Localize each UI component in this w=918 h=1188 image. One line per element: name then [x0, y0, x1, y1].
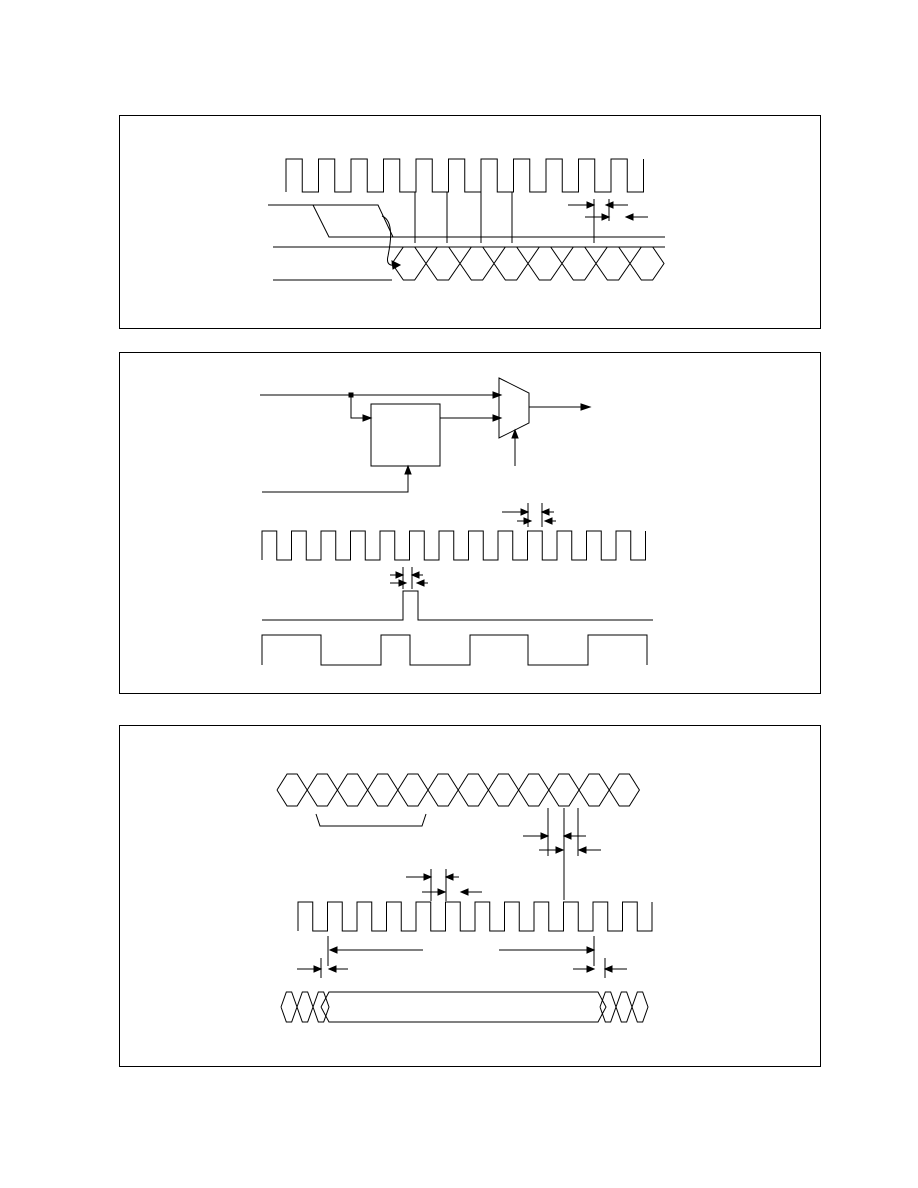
control-signal: [268, 204, 665, 238]
timing-diagram-panel-bottom: [119, 725, 821, 1067]
data-eye: [367, 773, 399, 807]
pulse-waveform: [262, 590, 653, 621]
data-eye: [276, 773, 308, 807]
mux-circuit-svg: [260, 377, 653, 666]
data-eye: [457, 773, 489, 807]
data-eye: [306, 773, 338, 807]
data-bus-waveform: [280, 991, 649, 1023]
mux-output-arrowhead: [580, 403, 592, 411]
data-eye-pattern: [391, 246, 665, 281]
multiplexer: [498, 377, 530, 439]
data-eye: [599, 991, 617, 1023]
top-timing-svg: [268, 158, 665, 281]
data-valid-window: [320, 991, 607, 1023]
data-eye-pattern-top: [276, 773, 640, 807]
data-eye: [336, 773, 369, 807]
data-eye: [296, 991, 314, 1023]
data-eye: [487, 773, 520, 807]
data-eye: [631, 991, 649, 1023]
data-eye: [459, 246, 495, 281]
timing-measure-arrows-bottom: [297, 808, 627, 978]
data-eye: [578, 773, 610, 807]
control-signal-upper: [313, 204, 394, 238]
fast-clock-waveform: [261, 530, 646, 561]
branch-line: [350, 397, 369, 419]
data-eye: [608, 773, 640, 807]
timing-diagram-panel-top: [119, 115, 821, 329]
data-eye: [561, 246, 597, 281]
block-control-line: [262, 469, 409, 493]
block-control-arrowhead: [404, 464, 412, 475]
timing-measure-arrows: [568, 199, 648, 243]
data-eye: [312, 991, 330, 1023]
logic-block: [370, 403, 441, 467]
data-eye: [518, 773, 550, 807]
data-eye: [595, 246, 631, 281]
circuit-panel-middle: [119, 352, 821, 694]
timing-measure-arrows-mid: [390, 503, 556, 589]
causality-arrow: [381, 215, 396, 266]
clock-waveform: [285, 158, 644, 193]
data-eye: [425, 246, 461, 281]
data-eye: [493, 246, 529, 281]
clock-reference-ticks: [414, 192, 513, 243]
mux-select-arrowhead: [511, 428, 519, 439]
bottom-timing-svg: [276, 773, 653, 1023]
clock-waveform-bottom: [297, 901, 653, 932]
data-eye: [280, 991, 298, 1023]
data-bracket: [315, 813, 427, 827]
branch-arrowhead: [362, 414, 373, 422]
data-eye: [548, 773, 580, 807]
data-eye: [615, 991, 633, 1023]
junction-dot: [348, 392, 354, 398]
block-output-arrowhead: [492, 414, 503, 422]
data-eye: [527, 246, 563, 281]
data-eye: [397, 773, 429, 807]
input-arrowhead-mux: [492, 391, 503, 399]
data-eye: [629, 246, 665, 281]
divided-clock-waveform: [261, 634, 648, 666]
data-eye: [427, 773, 459, 807]
